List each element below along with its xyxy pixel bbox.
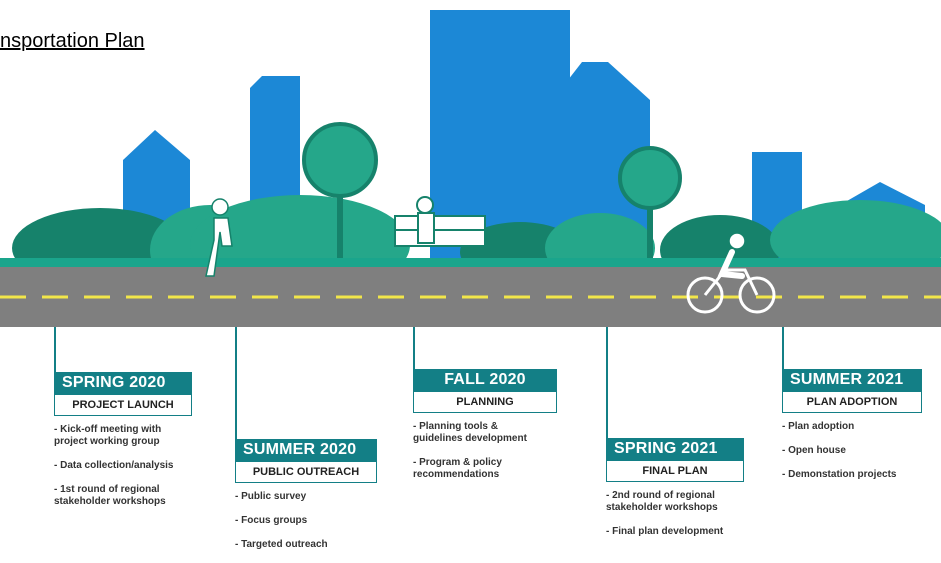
phase-season: SUMMER 2020 [235,439,377,461]
phase-summer-2020: SUMMER 2020 PUBLIC OUTREACH - Public sur… [235,439,377,563]
timeline-connector [782,327,784,369]
phase-summer-2021: SUMMER 2021 PLAN ADOPTION - Plan adoptio… [782,369,922,493]
phase-stage: PROJECT LAUNCH [54,394,192,416]
pedestrian [205,198,233,277]
phase-items: - 2nd round of regional stakeholder work… [606,490,744,538]
tree-left [302,122,378,262]
phase-item: - Plan adoption [782,421,855,432]
phase-item: - Targeted outreach [235,539,328,550]
cyclist [686,232,776,314]
phase-item: - Final plan development [606,526,724,537]
phase-season: SPRING 2021 [606,438,744,460]
phase-item: - 2nd round of regional stakeholder work… [606,490,718,513]
phase-season: SPRING 2020 [54,372,192,394]
phase-items: - Planning tools & guidelines developmen… [413,421,557,481]
city-street-illustration [0,10,941,327]
phase-season: FALL 2020 [413,369,557,391]
phase-item: - Demonstation projects [782,469,897,480]
phase-item: - Program & policy recommendations [413,457,502,480]
timeline-connector [606,327,608,438]
phase-fall-2020: FALL 2020 PLANNING - Planning tools & gu… [413,369,557,493]
page-title: nsportation Plan [0,30,145,52]
phase-item: - 1st round of regional stakeholder work… [54,484,166,507]
timeline-connector [54,327,56,372]
tree-right [618,146,682,262]
building-tower-3 [568,62,650,260]
phase-item: - Planning tools & guidelines developmen… [413,421,527,444]
timeline-connector [413,327,415,369]
phase-item: - Kick-off meeting with project working … [54,424,162,447]
phase-spring-2020: SPRING 2020 PROJECT LAUNCH - Kick-off me… [54,372,192,520]
phase-season: SUMMER 2021 [782,369,922,391]
phase-items: - Kick-off meeting with project working … [54,424,192,508]
phase-spring-2021: SPRING 2021 FINAL PLAN - 2nd round of re… [606,438,744,550]
phase-stage: FINAL PLAN [606,460,744,482]
bench-with-person [394,196,486,247]
phase-items: - Plan adoption - Open house - Demonstat… [782,421,922,481]
phase-item: - Data collection/analysis [54,460,174,471]
grass-strip [0,258,941,267]
phase-items: - Public survey - Focus groups - Targete… [235,491,377,551]
phase-item: - Public survey [235,491,307,502]
phase-stage: PLANNING [413,391,557,413]
phase-stage: PLAN ADOPTION [782,391,922,413]
phase-item: - Open house [782,445,846,456]
timeline-connector [235,327,237,439]
phase-item: - Focus groups [235,515,308,526]
phase-stage: PUBLIC OUTREACH [235,461,377,483]
